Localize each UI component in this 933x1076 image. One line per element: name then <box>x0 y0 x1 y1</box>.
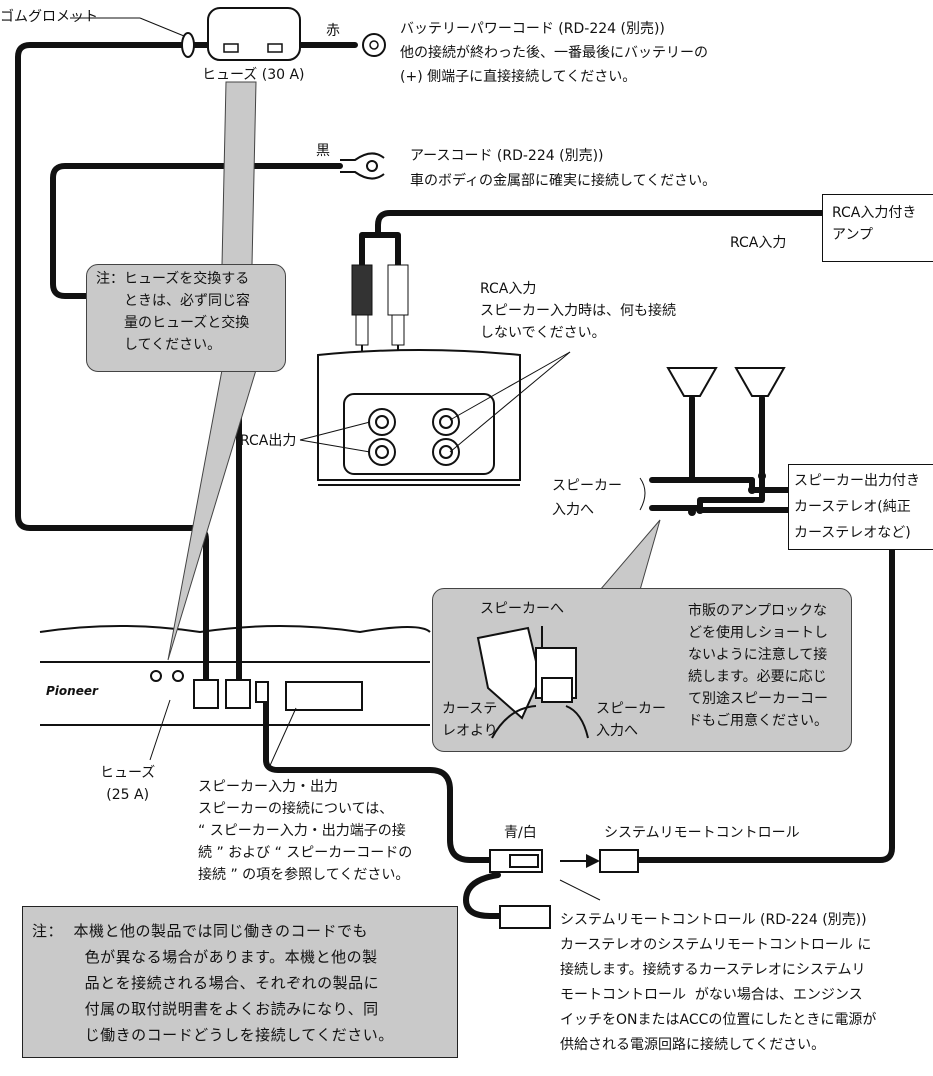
stereo-label: スピーカー出力付き カーステレオ(純正 カーステレオなど) <box>794 473 920 541</box>
black-label: 黒 <box>316 143 330 159</box>
rca-input-block: RCA入力 スピーカー入力時は、何も接続 しないでください。 <box>480 281 676 341</box>
rca-output-label: RCA出力 <box>240 433 297 449</box>
spare-plug-cord <box>463 872 503 919</box>
pioneer-logo: Pioneer <box>46 684 98 698</box>
speaker-left-icon <box>666 367 718 397</box>
system-remote-to-stereo <box>635 547 895 863</box>
remote-plug-female-icon <box>599 849 639 873</box>
remote-plug-male-icon <box>489 849 543 873</box>
ring-terminal-icon <box>362 33 386 57</box>
rca-cable <box>359 210 825 268</box>
amplifier-main-unit <box>39 625 431 726</box>
speaker-right-icon <box>734 367 786 397</box>
battery-title: バッテリーパワーコード (RD-224 (別売)) <box>400 21 665 37</box>
rubber-grommet-label: ゴムグロメット <box>0 9 98 25</box>
fuse-30a-label: ヒューズ (30 A) <box>202 67 305 83</box>
rca-plug-left-icon <box>351 264 373 360</box>
bottom-note: 注： 本機と他の製品では同じ働きのコードでも 色が異なる場合があります。本機と他… <box>32 922 394 1044</box>
battery-desc-1: 他の接続が終わった後、一番最後にバッテリーの <box>400 45 708 61</box>
speaker-wire-2 <box>697 395 791 513</box>
amplifier-rca-panel <box>317 349 521 486</box>
bottom-note-box <box>22 906 458 1058</box>
rca-amp-box <box>822 194 933 262</box>
rca-amp-label: RCA入力付き アンプ <box>832 205 917 243</box>
rca-input-short: RCA入力 <box>730 235 787 251</box>
ground-terminal-icon <box>340 152 385 180</box>
fuse-note-box <box>86 264 286 372</box>
to-speaker-label: スピーカーへ <box>480 601 564 617</box>
from-stereo-label: カーステ レオより <box>442 701 498 739</box>
spare-plug-icon <box>499 905 551 929</box>
speaker-input-to-label: スピーカー 入力へ <box>552 478 622 518</box>
rubber-grommet-icon <box>181 32 195 58</box>
system-remote-label: システムリモートコントロール <box>604 825 800 841</box>
speaker-connector-drawing <box>476 626 589 739</box>
fuse-holder-icon <box>207 7 301 61</box>
red-label: 赤 <box>326 23 340 39</box>
to-speaker-input-label: スピーカー 入力へ <box>596 701 666 739</box>
blue-white-label: 青/白 <box>504 825 537 841</box>
speaker-io-block: スピーカー入力・出力 スピーカーの接続については、 “ スピーカー入力・出力端子… <box>198 779 413 883</box>
fuse-note: 注：ヒューズを交換する ときは、必ず同じ容 量のヒューズと交換 してください。 <box>96 271 250 353</box>
stereo-box <box>788 464 933 550</box>
fuse-25a-label: ヒューズ (25 A) <box>100 765 156 803</box>
ground-desc: 車のボディの金属部に確実に接続してください。 <box>410 173 717 189</box>
ground-title: アースコード (RD-224 (別売)) <box>410 148 604 164</box>
system-remote-block: システムリモートコントロール (RD-224 (別売)) カーステレオのシステム… <box>560 912 877 1053</box>
callout-note: 市販のアンプロックな どを使用しショートし ないように注意して接 続します。必要… <box>688 603 828 729</box>
system-remote-cord <box>263 697 493 863</box>
battery-desc-2: (+) 側端子に直接接続してください。 <box>400 69 637 85</box>
